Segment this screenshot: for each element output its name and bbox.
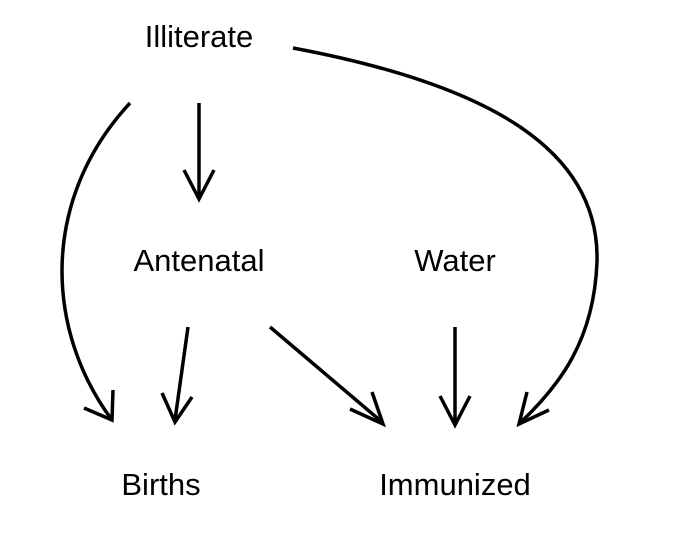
edge-illiterate-immunized	[292, 46, 599, 428]
node-immunized: Immunized	[379, 467, 531, 502]
edge-antenatal-births	[160, 326, 194, 426]
node-births: Births	[121, 467, 200, 502]
edge-illiterate-antenatal	[182, 103, 216, 203]
node-illiterate: Illiterate	[145, 19, 254, 54]
edge-water-immunized	[438, 327, 472, 429]
edge-antenatal-immunized	[268, 325, 386, 428]
edge-illiterate-births	[60, 101, 132, 423]
node-water: Water	[414, 243, 496, 278]
node-antenatal: Antenatal	[134, 243, 265, 278]
